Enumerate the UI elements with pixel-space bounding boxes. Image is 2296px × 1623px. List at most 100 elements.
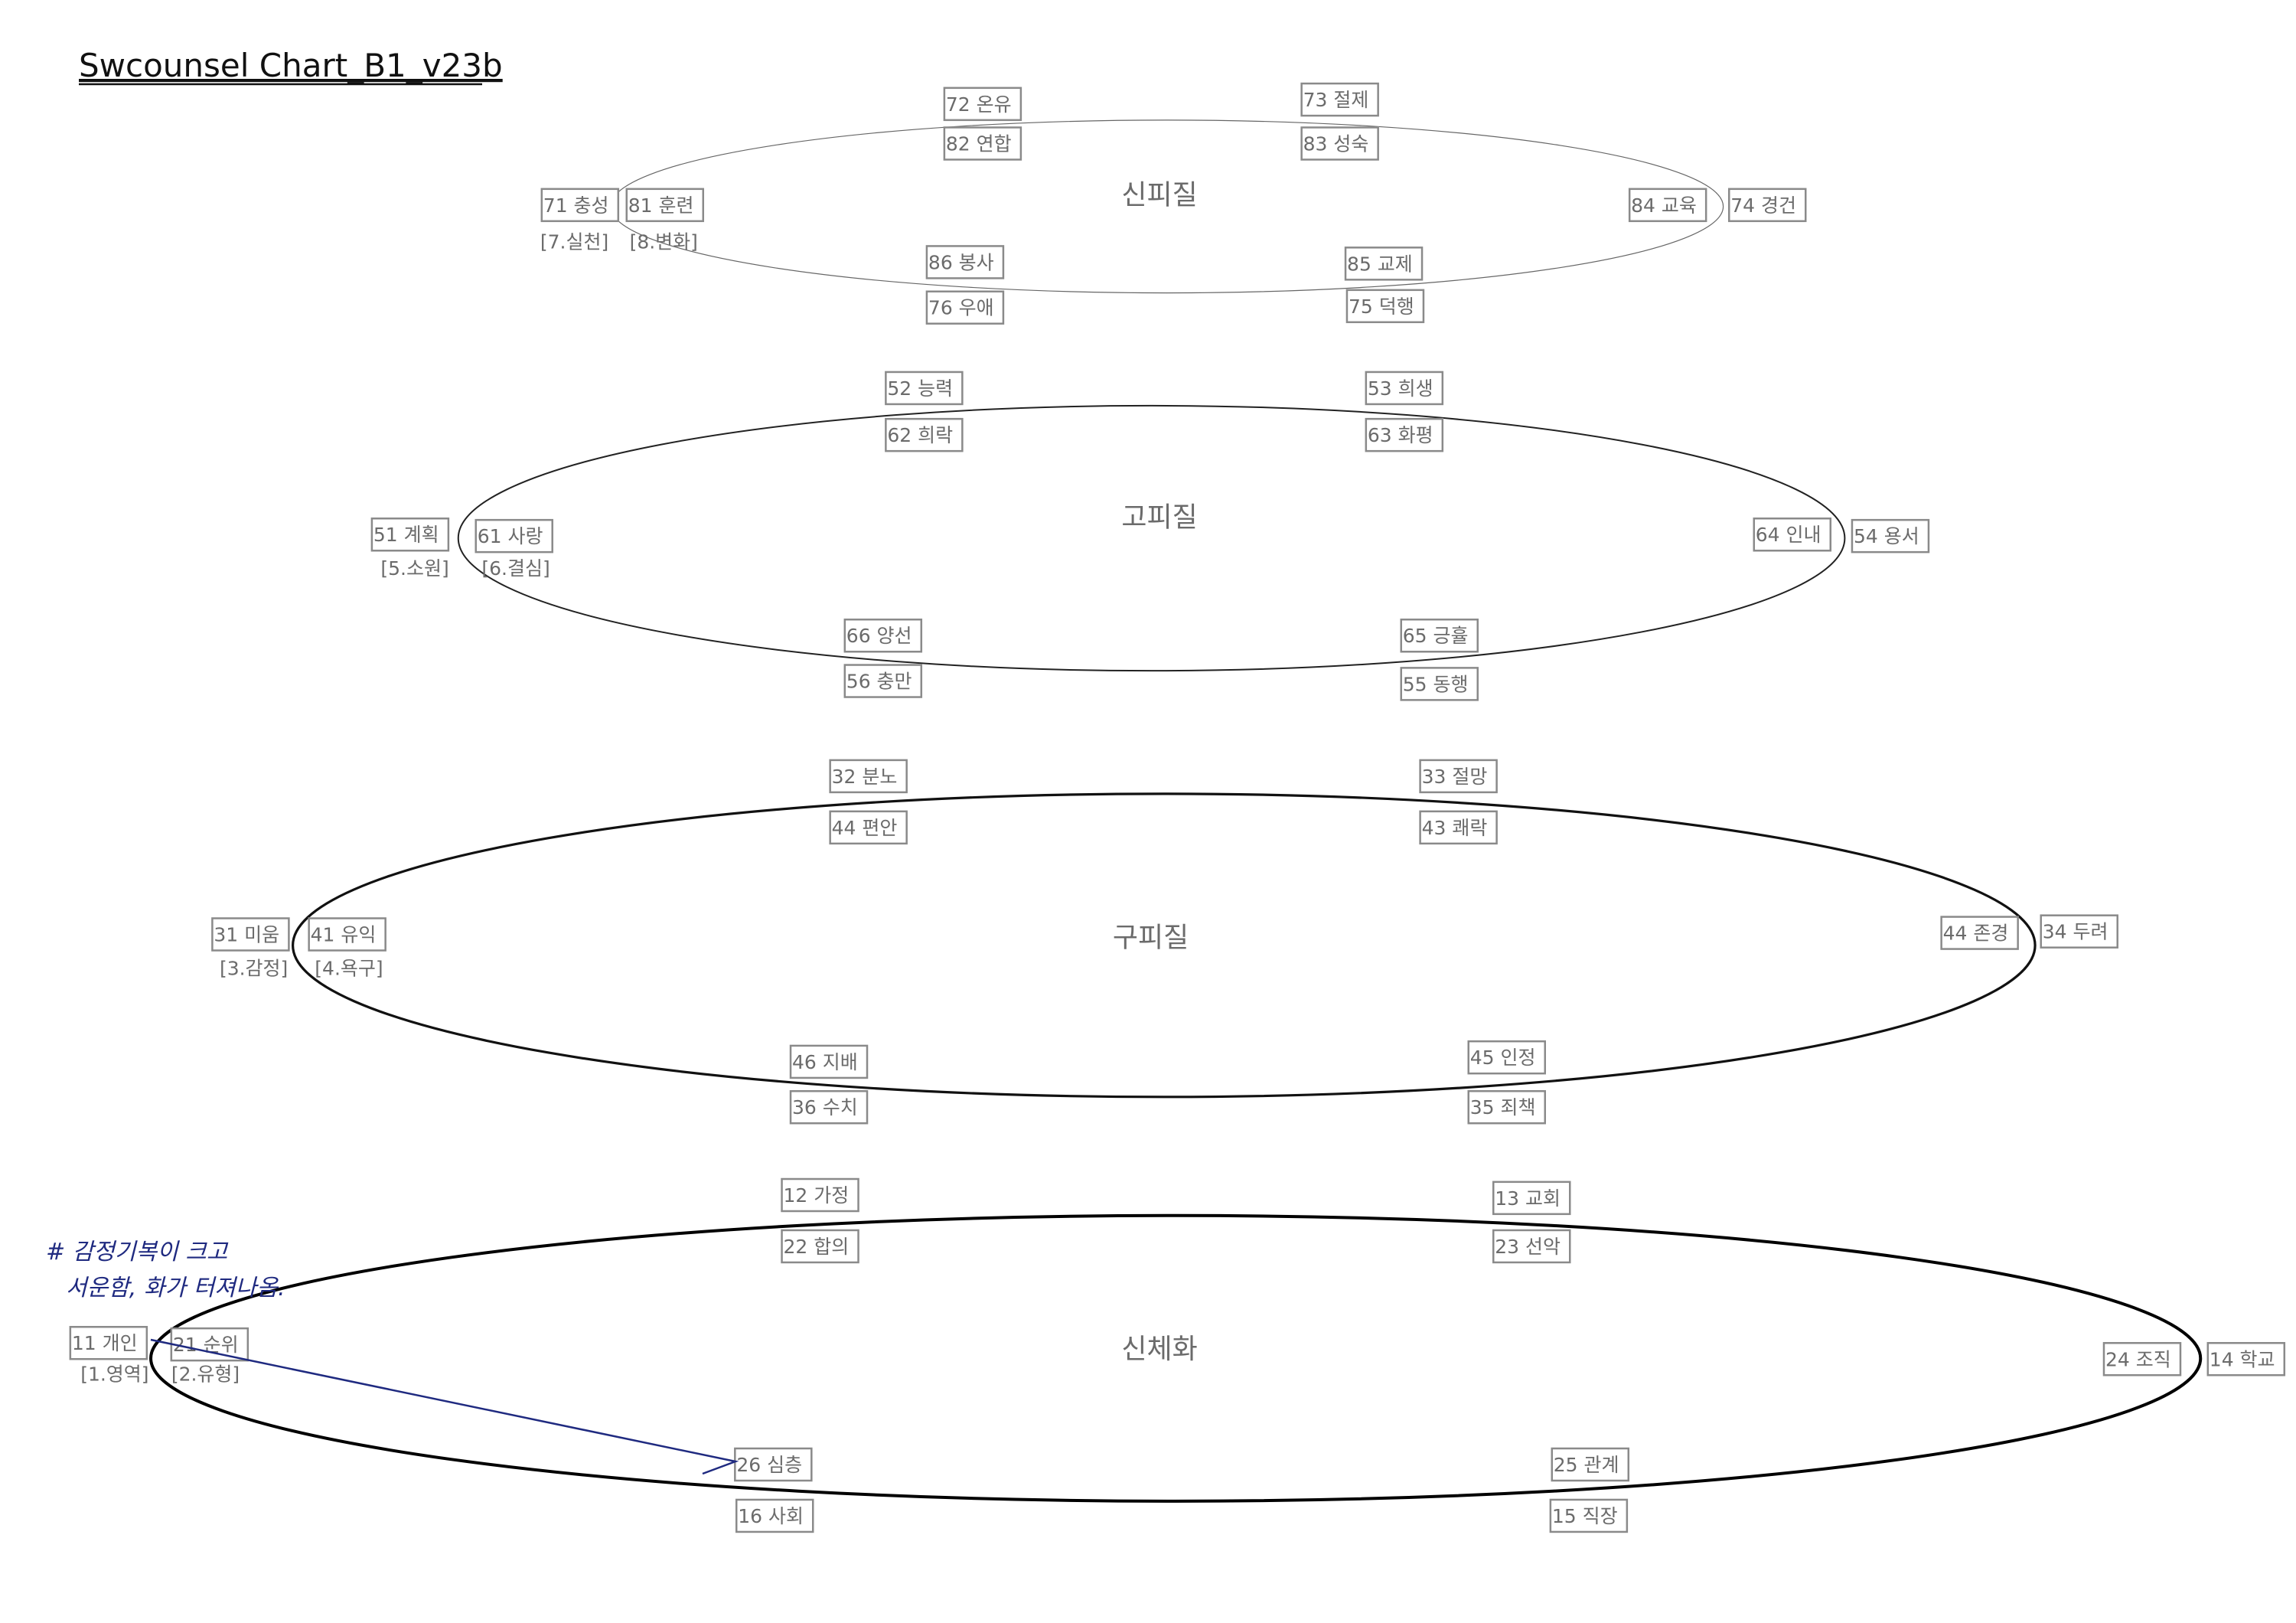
node-box[interactable]: 61 사랑	[475, 518, 553, 554]
node-box[interactable]: 26 심층	[734, 1447, 813, 1482]
node-frame	[1492, 1229, 1571, 1264]
category-tag: [6.결심]	[481, 557, 550, 580]
node-frame	[475, 518, 553, 554]
node-frame	[1400, 618, 1479, 653]
node-box[interactable]: 12 가정	[781, 1177, 859, 1213]
node-label: 72 온유	[946, 93, 1012, 116]
node-box[interactable]: 56 충만	[843, 664, 923, 698]
node-box[interactable]: 63 화평	[1365, 417, 1444, 452]
node-box[interactable]: 31 미움	[211, 917, 290, 952]
node-box[interactable]: 11 개인	[69, 1325, 148, 1360]
node-label: 26 심층	[736, 1454, 802, 1476]
node-label: 73 절제	[1303, 89, 1369, 111]
node-box[interactable]: 24 조직	[2102, 1342, 2182, 1376]
layer-ellipse	[457, 404, 1846, 672]
node-label: 85 교제	[1347, 253, 1413, 275]
node-label: 32 분노	[832, 766, 898, 788]
node-frame	[829, 759, 908, 794]
node-frame	[540, 188, 620, 223]
node-box[interactable]: 76 우애	[925, 290, 1005, 325]
node-box[interactable]: 52 능력	[885, 371, 964, 406]
node-frame	[1365, 371, 1444, 406]
node-box[interactable]: 74 경건	[1728, 188, 1807, 223]
node-box[interactable]: 71 충성	[540, 188, 620, 223]
node-box[interactable]: 65 긍휼	[1400, 618, 1479, 653]
node-label: 55 동행	[1403, 673, 1469, 695]
node-box[interactable]: 73 절제	[1300, 82, 1379, 117]
node-frame	[925, 290, 1005, 325]
node-frame	[781, 1177, 859, 1213]
node-frame	[1344, 247, 1424, 281]
node-box[interactable]: 86 봉사	[925, 245, 1005, 279]
node-label: 71 충성	[543, 194, 609, 217]
annotation-line-2: 서운함, 화가 터져나옴.	[66, 1275, 285, 1301]
annotation-arrow-line	[150, 1338, 739, 1475]
node-box[interactable]: 53 희생	[1365, 371, 1444, 406]
node-box[interactable]: 35 죄책	[1467, 1089, 1546, 1125]
node-box[interactable]: 46 지배	[789, 1044, 869, 1079]
node-box[interactable]: 44 편안	[829, 810, 908, 845]
node-box[interactable]: 41 유익	[308, 917, 386, 952]
node-frame	[1728, 188, 1807, 223]
node-label: 23 선악	[1495, 1236, 1561, 1258]
node-label: 46 지배	[792, 1051, 858, 1073]
node-box[interactable]: 21 순위	[170, 1327, 249, 1362]
node-label: 25 관계	[1554, 1454, 1619, 1476]
node-label: 83 성숙	[1303, 132, 1369, 155]
node-box[interactable]: 75 덕행	[1345, 289, 1425, 324]
node-frame	[1365, 417, 1444, 452]
node-box[interactable]: 62 희락	[885, 417, 964, 452]
node-box[interactable]: 55 동행	[1400, 667, 1479, 701]
node-frame	[308, 917, 386, 952]
node-label: 62 희락	[887, 424, 953, 446]
node-box[interactable]: 14 학교	[2206, 1342, 2286, 1376]
node-frame	[925, 245, 1005, 279]
node-box[interactable]: 84 교육	[1628, 188, 1707, 223]
node-label: 41 유익	[311, 923, 377, 945]
node-box[interactable]: 54 용서	[1851, 518, 1930, 554]
node-frame	[885, 417, 964, 452]
node-frame	[1492, 1181, 1571, 1216]
node-box[interactable]: 45 인정	[1467, 1040, 1546, 1075]
node-box[interactable]: 82 연합	[943, 126, 1022, 161]
node-box[interactable]: 43 쾌락	[1419, 810, 1498, 845]
node-label: 76 우애	[928, 297, 994, 319]
category-tag: [5.소원]	[380, 557, 448, 580]
node-frame	[1549, 1498, 1629, 1533]
node-frame	[789, 1089, 869, 1125]
node-box[interactable]: 13 교회	[1492, 1181, 1571, 1216]
node-label: 63 화평	[1368, 424, 1433, 446]
node-box[interactable]: 81 훈련	[625, 188, 705, 223]
node-box[interactable]: 15 직장	[1549, 1498, 1629, 1533]
node-box[interactable]: 85 교제	[1344, 247, 1424, 281]
node-box[interactable]: 25 관계	[1551, 1447, 1630, 1482]
node-label: 75 덕행	[1349, 296, 1414, 318]
node-frame	[69, 1325, 148, 1360]
node-box[interactable]: 72 온유	[943, 87, 1022, 122]
node-box[interactable]: 66 양선	[843, 618, 923, 653]
node-frame	[829, 810, 908, 845]
node-box[interactable]: 64 인내	[1753, 517, 1832, 552]
node-box[interactable]: 33 절망	[1419, 759, 1498, 794]
node-label: 81 훈련	[628, 194, 694, 217]
node-box[interactable]: 34 두려	[2040, 914, 2118, 949]
layer-ellipse	[291, 792, 2037, 1099]
category-tag: [8.변화]	[630, 231, 698, 253]
node-box[interactable]: 36 수치	[789, 1089, 869, 1125]
node-box[interactable]: 32 분노	[829, 759, 908, 794]
layer-name: 구피질	[1113, 922, 1189, 953]
node-box[interactable]: 44 존경	[1940, 916, 2019, 950]
node-box[interactable]: 23 선악	[1492, 1229, 1571, 1264]
node-label: 31 미움	[214, 923, 279, 945]
node-box[interactable]: 22 합의	[781, 1229, 859, 1264]
node-label: 12 가정	[784, 1184, 850, 1207]
node-label: 22 합의	[784, 1236, 850, 1258]
node-box[interactable]: 51 계획	[370, 517, 450, 552]
node-box[interactable]: 16 사회	[735, 1498, 814, 1533]
node-box[interactable]: 83 성숙	[1300, 126, 1379, 161]
node-label: 74 경건	[1730, 194, 1796, 217]
